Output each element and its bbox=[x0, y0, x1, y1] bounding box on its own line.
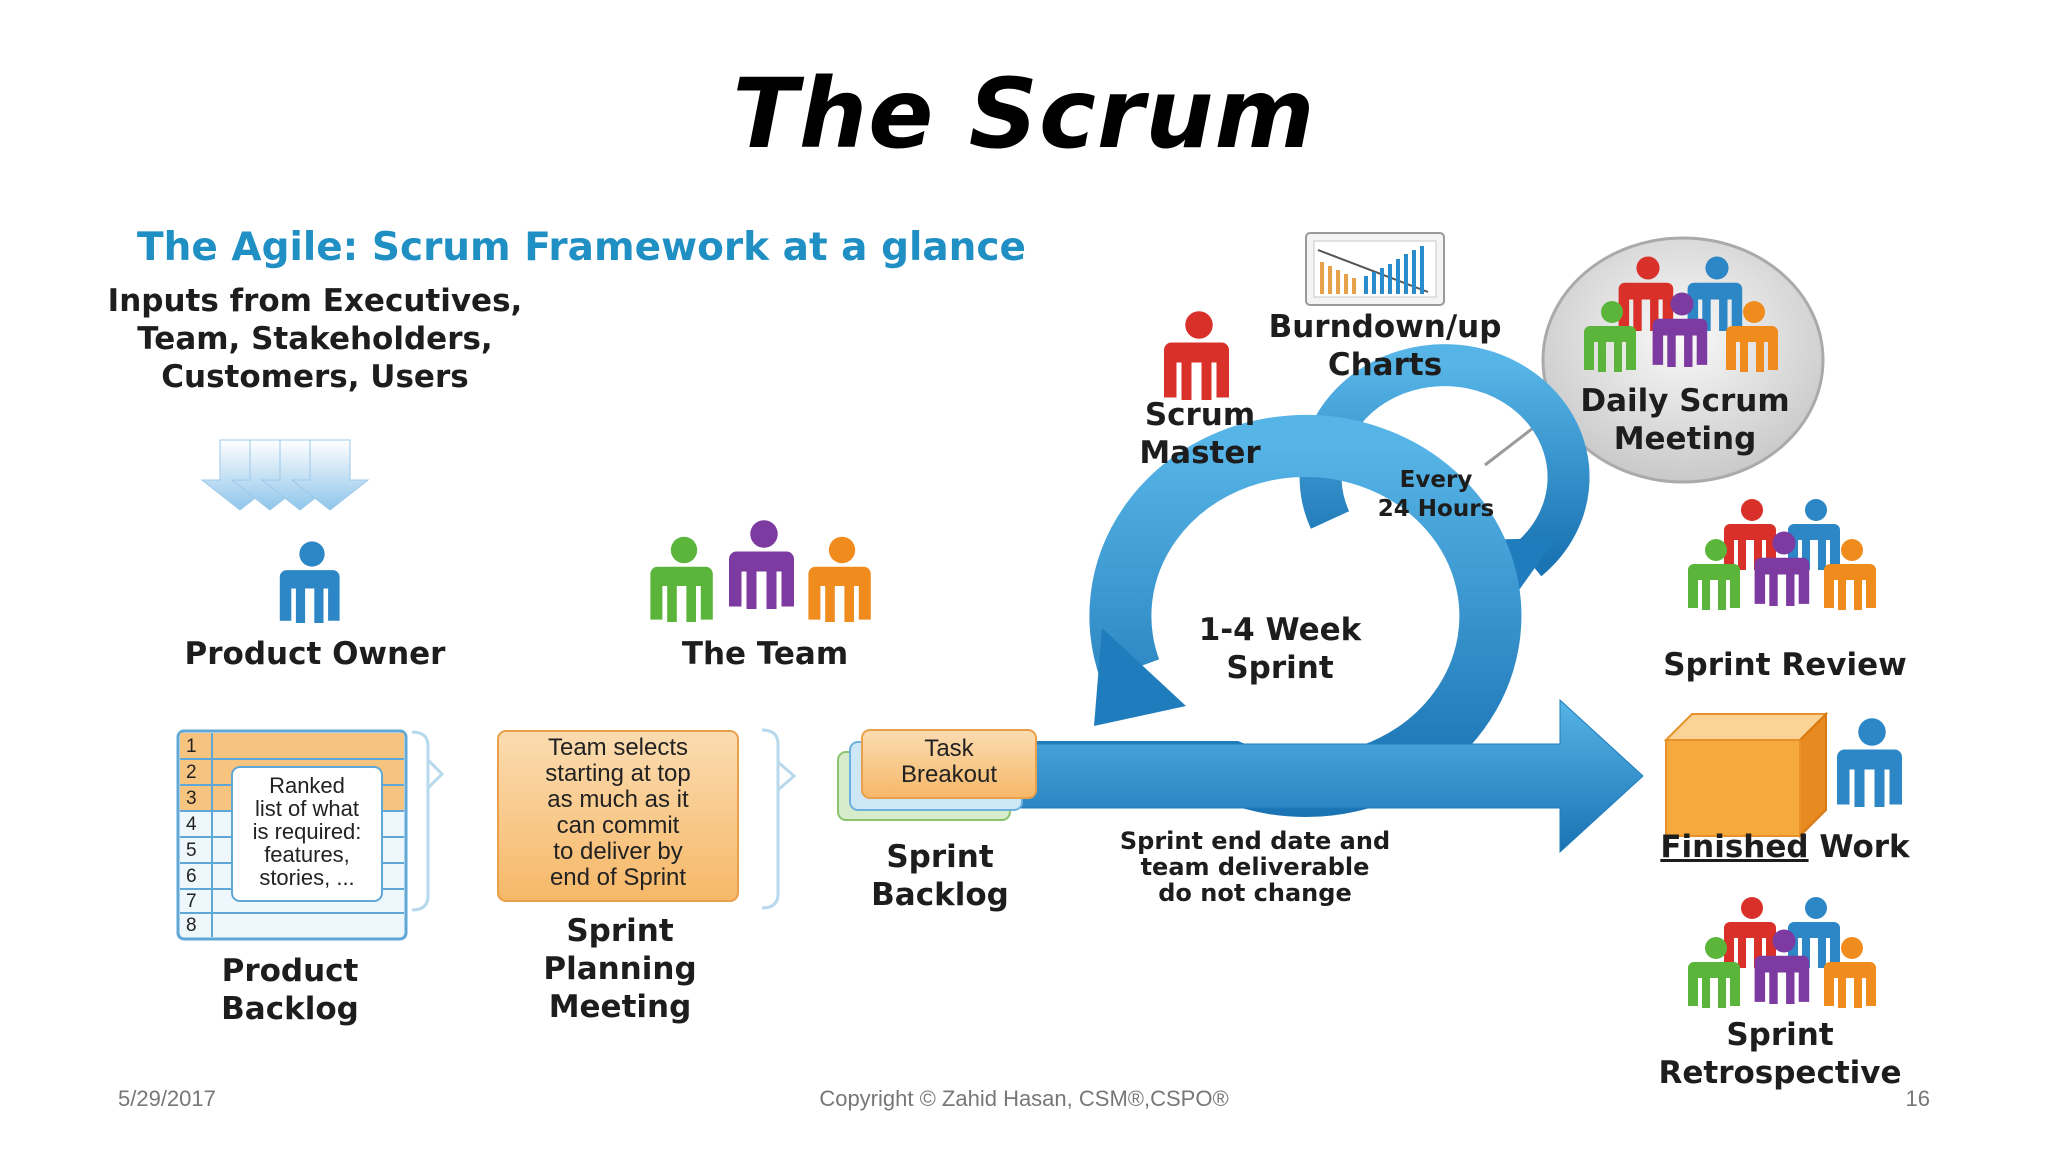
team-selects-line-5: to deliver by bbox=[553, 838, 683, 865]
sprint-review-label: Sprint Review bbox=[1663, 647, 1907, 683]
product-backlog-line-2: Backlog bbox=[221, 991, 359, 1027]
team-selects-line-6: end of Sprint bbox=[549, 864, 687, 891]
backlog-note-line-1: Ranked bbox=[269, 773, 345, 798]
footer-copyright: Copyright © Zahid Hasan, CSM®,CSPO® bbox=[819, 1086, 1229, 1111]
inputs-line-3: Customers, Users bbox=[161, 359, 469, 395]
team-selects-line-4: can commit bbox=[556, 812, 680, 839]
product-backlog-list bbox=[176, 729, 445, 941]
sprint-end-line-1: Sprint end date and bbox=[1119, 827, 1391, 855]
burndown-chart-icon bbox=[1305, 232, 1445, 306]
sprint-backlog-line-1: Sprint bbox=[886, 839, 994, 875]
every-line-2: 24 Hours bbox=[1377, 496, 1495, 522]
sprint-planning-line-3: Meeting bbox=[548, 989, 692, 1025]
task-breakout-line-1: Task bbox=[924, 735, 974, 762]
sprint-retrospective-line-1: Sprint bbox=[1726, 1017, 1834, 1053]
team-people-icon bbox=[650, 520, 871, 622]
every-line-1: Every bbox=[1399, 467, 1473, 493]
daily-scrum-label: Daily Scrum Meeting bbox=[1560, 382, 1810, 458]
sprint-cycle-label: 1-4 Week Sprint bbox=[1170, 611, 1390, 687]
burndown-line-2: Charts bbox=[1327, 347, 1443, 383]
product-owner-label: Product Owner bbox=[184, 636, 446, 672]
backlog-note: Ranked list of what is required: feature… bbox=[234, 774, 380, 889]
sprint-cycle-line-1: 1-4 Week bbox=[1198, 612, 1362, 648]
work-word: Work bbox=[1808, 829, 1910, 865]
backlog-row-numbers: 1 2 3 4 5 6 7 8 bbox=[186, 734, 210, 938]
sprint-backlog-line-2: Backlog bbox=[871, 877, 1009, 913]
slide-title: The Scrum bbox=[732, 58, 1316, 170]
sprint-retrospective-line-2: Retrospective bbox=[1658, 1055, 1902, 1091]
sprint-end-line-2: team deliverable bbox=[1140, 853, 1370, 881]
scrum-master-line-1: Scrum bbox=[1144, 397, 1256, 433]
scrum-master-label: Scrum Master bbox=[1110, 396, 1290, 472]
product-owner-person-icon bbox=[279, 541, 340, 623]
finished-work-person-icon bbox=[1837, 718, 1902, 807]
product-backlog-label: Product Backlog bbox=[180, 952, 400, 1028]
team-selects-text: Team selects starting at top as much as … bbox=[502, 735, 734, 891]
inputs-down-arrows bbox=[200, 439, 370, 511]
sprint-cycle-line-2: Sprint bbox=[1226, 650, 1334, 686]
backlog-note-line-4: features, bbox=[264, 842, 350, 867]
backlog-row-2: 2 bbox=[186, 762, 197, 783]
sprint-end-note: Sprint end date and team deliverable do … bbox=[1090, 828, 1420, 906]
backlog-note-line-3: is required: bbox=[252, 819, 362, 844]
sprint-retrospective-label: Sprint Retrospective bbox=[1640, 1016, 1920, 1092]
footer-page-number: 16 bbox=[1905, 1086, 1930, 1111]
task-breakout-cards bbox=[837, 729, 1037, 821]
backlog-row-1: 1 bbox=[186, 736, 197, 757]
team-selects-box bbox=[497, 728, 797, 910]
sprint-planning-label: Sprint Planning Meeting bbox=[510, 912, 730, 1026]
every-24-hours-label: Every 24 Hours bbox=[1356, 466, 1516, 524]
sprint-end-line-3: do not change bbox=[1158, 879, 1352, 907]
task-breakout-text: Task Breakout bbox=[864, 736, 1034, 788]
burndown-label: Burndown/up Charts bbox=[1255, 308, 1515, 384]
sprint-retrospective-people-icon bbox=[1688, 897, 1876, 1008]
the-team-label: The Team bbox=[681, 636, 849, 672]
team-selects-line-1: Team selects bbox=[547, 734, 689, 761]
backlog-note-line-5: stories, ... bbox=[259, 865, 355, 890]
finished-work-label: Finished Work bbox=[1640, 828, 1930, 866]
daily-scrum-line-2: Meeting bbox=[1613, 421, 1757, 457]
sprint-review-people-icon bbox=[1688, 499, 1876, 610]
sprint-backlog-label: Sprint Backlog bbox=[840, 838, 1040, 914]
product-backlog-line-1: Product bbox=[221, 953, 359, 989]
inputs-line-1: Inputs from Executives, bbox=[107, 283, 523, 319]
backlog-row-6: 6 bbox=[186, 866, 197, 887]
sprint-flow-arrow-icon bbox=[1019, 698, 1644, 854]
backlog-note-line-2: list of what bbox=[255, 796, 359, 821]
sprint-planning-line-1: Sprint bbox=[566, 913, 674, 949]
scrum-master-line-2: Master bbox=[1139, 435, 1261, 471]
backlog-row-4: 4 bbox=[186, 814, 197, 835]
backlog-row-8: 8 bbox=[186, 915, 197, 936]
burndown-line-1: Burndown/up bbox=[1268, 309, 1502, 345]
task-breakout-line-2: Breakout bbox=[900, 761, 998, 788]
backlog-row-5: 5 bbox=[186, 840, 197, 861]
daily-scrum-circle bbox=[1484, 236, 1825, 484]
inputs-line-2: Team, Stakeholders, bbox=[137, 321, 493, 357]
sprint-planning-line-2: Planning bbox=[543, 951, 697, 987]
team-selects-line-2: starting at top bbox=[545, 760, 691, 787]
backlog-row-3: 3 bbox=[186, 788, 197, 809]
diagram-heading: The Agile: Scrum Framework at a glance bbox=[137, 225, 1027, 270]
team-selects-line-3: as much as it bbox=[547, 786, 689, 813]
finished-work-box-icon bbox=[1663, 711, 1829, 839]
backlog-row-7: 7 bbox=[186, 891, 197, 912]
scrum-master-person-icon bbox=[1164, 311, 1229, 400]
finished-word: Finished bbox=[1660, 829, 1809, 865]
inputs-label: Inputs from Executives, Team, Stakeholde… bbox=[100, 282, 530, 396]
daily-scrum-line-1: Daily Scrum bbox=[1580, 383, 1790, 419]
footer-date: 5/29/2017 bbox=[118, 1086, 216, 1111]
